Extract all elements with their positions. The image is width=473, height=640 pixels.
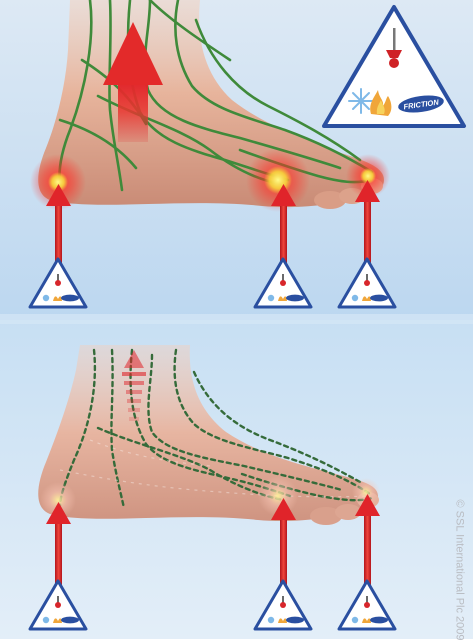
cold-snowflake-icon (349, 89, 373, 113)
copyright-credit: © SSL International Plc 2009 (446, 500, 472, 639)
copyright-text: © SSL International Plc 2009 (453, 499, 465, 640)
